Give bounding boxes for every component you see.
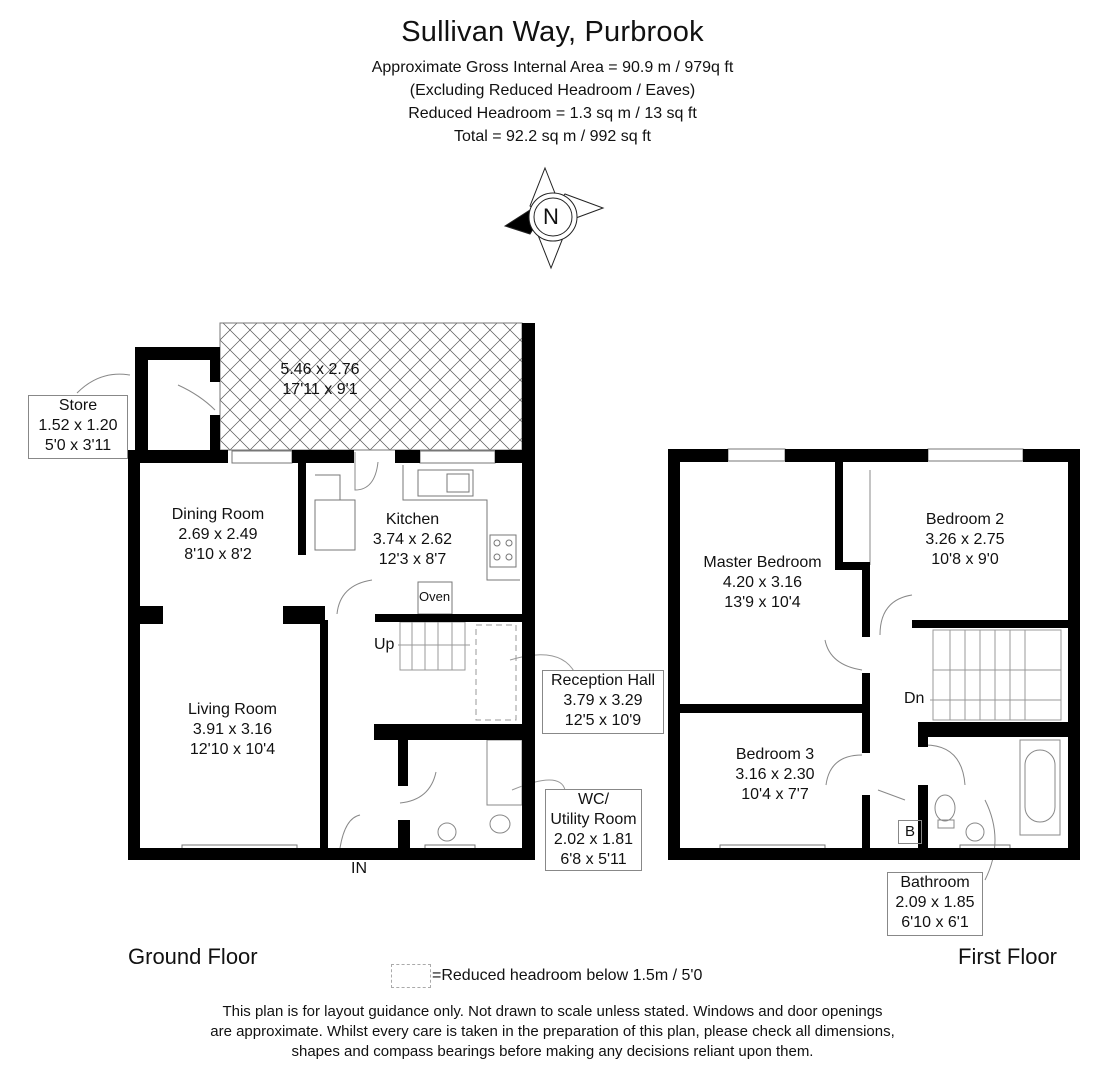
bathroom-callout: Bathroom 2.09 x 1.85 6'10 x 6'1 [887, 872, 983, 936]
cupboard-wall [835, 562, 865, 570]
dining-living-wall-a [128, 606, 163, 624]
landing-wall-upper [862, 562, 870, 637]
legend-text: =Reduced headroom below 1.5m / 5'0 [432, 967, 703, 984]
wc-utility-callout: WC/ Utility Room 2.02 x 1.81 6'8 x 5'11 [545, 789, 642, 871]
bed2-stairs-wall [912, 620, 1072, 628]
first-right-wall [1068, 449, 1080, 860]
boiler-label: B [898, 820, 922, 844]
bath-left-wall-a [918, 722, 928, 747]
first-top-wall-a [668, 449, 728, 462]
ground-top-wall-a [128, 450, 228, 463]
store-right-wall-b [210, 415, 220, 455]
bath-left-wall-b [918, 785, 928, 855]
store-callout: Store 1.52 x 1.20 5'0 x 3'11 [28, 395, 128, 459]
total-area-text: Total = 92.2 sq m / 992 sq ft [454, 128, 651, 145]
ground-top-wall-d [495, 450, 525, 463]
stairs-down-label: Dn [904, 690, 925, 707]
ground-left-wall [128, 462, 140, 860]
hall-wc-wall [374, 724, 524, 740]
dining-room-label: Dining Room 2.69 x 2.49 8'10 x 8'2 [171, 506, 265, 563]
compass-north-label: N [543, 204, 559, 229]
oven-label: Oven [419, 589, 451, 604]
first-floor-heading: First Floor [958, 944, 1057, 969]
master-bed2-wall [835, 460, 843, 570]
disclaimer-line-3: shapes and compass bearings before makin… [291, 1043, 814, 1060]
dining-kitchen-wall [298, 460, 306, 555]
reduced-headroom-text: Reduced Headroom = 1.3 sq m / 13 sq ft [408, 105, 697, 122]
first-top-wall-b [785, 449, 928, 462]
reception-hall-callout: Reception Hall 3.79 x 3.29 12'5 x 10'9 [542, 670, 664, 734]
ground-top-wall-c [395, 450, 420, 463]
dashed-box-icon [391, 964, 431, 988]
ground-top-wall-b [292, 450, 354, 463]
living-room-label: Living Room 3.91 x 3.16 12'10 x 10'4 [188, 701, 277, 758]
kitchen-label: Kitchen 3.74 x 2.62 12'3 x 8'7 [372, 511, 453, 568]
disclaimer-line-1: This plan is for layout guidance only. N… [222, 1003, 883, 1020]
landing-wall-mid [862, 673, 870, 753]
first-bottom-wall [668, 848, 1080, 860]
disclaimer-line-2: are approximate. Whilst every care is ta… [210, 1023, 895, 1040]
master-bed3-wall [680, 704, 870, 713]
stairs-bath-wall [918, 722, 1073, 737]
kitchen-hall-wall [375, 614, 525, 622]
excluding-note: (Excluding Reduced Headroom / Eaves) [409, 82, 696, 99]
stairs-up-label: Up [374, 636, 395, 653]
bedroom-3-label: Bedroom 3 3.16 x 2.30 10'4 x 7'7 [735, 746, 815, 803]
store-left-wall [135, 347, 148, 462]
bedroom-2-label: Bedroom 2 3.26 x 2.75 10'8 x 9'0 [925, 511, 1005, 568]
first-left-wall [668, 449, 680, 860]
page-title: Sullivan Way, Purbrook [401, 16, 704, 48]
dining-living-wall-b [283, 606, 325, 624]
entrance-label: IN [351, 860, 367, 877]
bed3-landing-wall [862, 795, 870, 855]
ground-right-wall [522, 323, 535, 860]
ground-bottom-wall [128, 848, 535, 860]
store-right-wall-a [210, 347, 220, 382]
ground-floor-heading: Ground Floor [128, 944, 258, 969]
conservatory-label: 5.46 x 2.76 17'11 x 9'1 [280, 361, 360, 398]
wc-left-wall-b [398, 820, 410, 855]
store-top-wall [135, 347, 220, 360]
living-hall-wall [320, 620, 328, 848]
compass-rose-icon [503, 166, 605, 270]
wc-left-wall-a [398, 738, 408, 786]
master-bedroom-label: Master Bedroom 4.20 x 3.16 13'9 x 10'4 [703, 554, 822, 611]
first-top-wall-c [1023, 449, 1080, 462]
gross-area-text: Approximate Gross Internal Area = 90.9 m… [371, 59, 734, 76]
